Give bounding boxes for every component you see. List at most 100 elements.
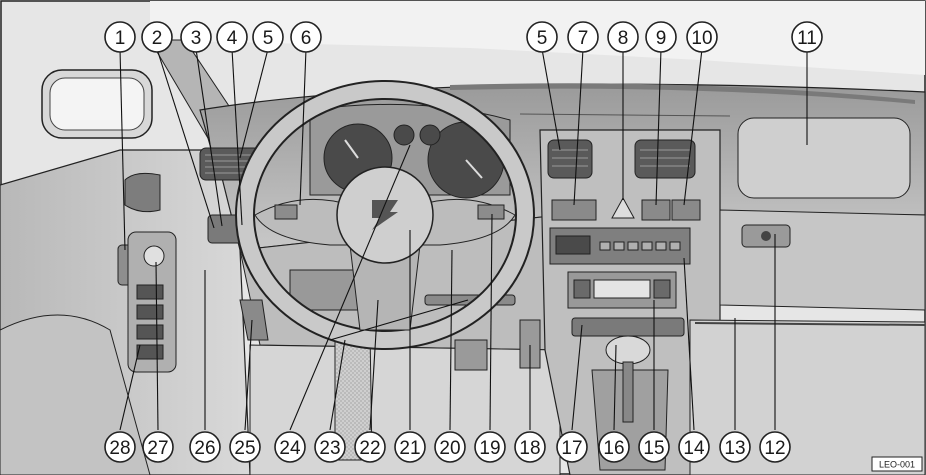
callout-17: 17 [556, 431, 588, 463]
callout-16: 16 [598, 431, 630, 463]
climate-display [593, 279, 651, 299]
callout-circle [791, 21, 823, 53]
callout-number: 20 [439, 438, 460, 459]
callout-4: 4 [216, 21, 248, 53]
callout-number: 12 [764, 438, 785, 459]
callout-number: 14 [683, 438, 705, 459]
callout-7: 7 [567, 21, 599, 53]
callout-number: 6 [301, 28, 312, 49]
callout-number: 8 [618, 28, 629, 49]
callout-circle [314, 431, 346, 463]
callout-9: 9 [645, 21, 677, 53]
figure-code-box [871, 456, 923, 472]
callout-circle [274, 431, 306, 463]
callout-circle [556, 431, 588, 463]
callout-number: 3 [191, 28, 202, 49]
callout-21: 21 [394, 431, 426, 463]
callout-circle [142, 431, 174, 463]
callout-23: 23 [314, 431, 346, 463]
callout-25: 25 [229, 431, 261, 463]
glovebox-lock [761, 231, 771, 241]
callout-6: 6 [290, 21, 322, 53]
gear-lever-shaft [622, 361, 634, 423]
callout-circle [434, 431, 466, 463]
callout-22: 22 [354, 431, 386, 463]
air-vent-center-right [634, 139, 696, 179]
callout-circle [141, 21, 173, 53]
temp-gauge [419, 124, 441, 146]
callout-15: 15 [638, 431, 670, 463]
callout-5: 5 [252, 21, 284, 53]
window-switch-2 [136, 304, 164, 320]
callout-circle [104, 21, 136, 53]
callout-number: 5 [263, 28, 274, 49]
callout-circle [607, 21, 639, 53]
callout-1: 1 [104, 21, 136, 53]
callout-circle [638, 431, 670, 463]
callout-14: 14 [678, 431, 710, 463]
callout-8: 8 [607, 21, 639, 53]
callout-number: 23 [319, 438, 340, 459]
window-switch-4 [136, 344, 164, 360]
callout-number: 7 [578, 28, 589, 49]
callout-number: 17 [561, 438, 582, 459]
callout-18: 18 [514, 431, 546, 463]
callout-circle [216, 21, 248, 53]
radio-display [555, 235, 591, 255]
mirror-glass [49, 77, 145, 131]
callout-number: 24 [279, 438, 301, 459]
callout-3: 3 [180, 21, 212, 53]
air-vent-center-left [547, 139, 593, 179]
callout-number: 11 [797, 28, 817, 49]
storage-tray-edge [694, 322, 926, 326]
callout-12: 12 [759, 431, 791, 463]
callout-circle [354, 431, 386, 463]
callout-number: 4 [227, 28, 238, 49]
callout-26: 26 [189, 431, 221, 463]
callout-circle [719, 431, 751, 463]
wiper-stalk [477, 204, 505, 220]
callout-circle [686, 21, 718, 53]
window-switch-3 [136, 324, 164, 340]
climate-button-left [573, 279, 591, 299]
callout-13: 13 [719, 431, 751, 463]
top-leader-lines [119, 48, 808, 251]
callout-circle [474, 431, 506, 463]
callout-circle [526, 21, 558, 53]
defrost-grille [450, 83, 915, 104]
callout-circle [598, 431, 630, 463]
callout-circle [394, 431, 426, 463]
callout-number: 25 [234, 438, 255, 459]
passenger-airbag-panel [737, 117, 911, 199]
tweeter-speaker [124, 172, 161, 213]
turn-signal-stalk [274, 204, 298, 220]
mirror-adjust-knob [143, 245, 165, 267]
callout-number: 18 [519, 438, 540, 459]
callout-number: 15 [643, 438, 664, 459]
callout-number: 22 [359, 438, 380, 459]
callout-circle [229, 431, 261, 463]
callout-20: 20 [434, 431, 466, 463]
heated-seat-right [671, 199, 701, 221]
brake-pedal [454, 339, 488, 371]
window-switch-1 [136, 284, 164, 300]
callout-11: 11 [791, 21, 823, 53]
callout-24: 24 [274, 431, 306, 463]
figure-code: LEO-001 [879, 460, 915, 470]
callout-number: 21 [399, 438, 420, 459]
callout-circle [290, 21, 322, 53]
callout-number: 1 [115, 28, 126, 49]
callout-circle [514, 431, 546, 463]
passenger-footwell [689, 319, 926, 475]
callout-circle [104, 431, 136, 463]
callout-number: 26 [194, 438, 215, 459]
callout-circle [567, 21, 599, 53]
callout-2: 2 [141, 21, 173, 53]
callout-number: 9 [656, 28, 667, 49]
callout-circle [189, 431, 221, 463]
storage-compartment [571, 317, 685, 337]
callout-number: 5 [537, 28, 548, 49]
